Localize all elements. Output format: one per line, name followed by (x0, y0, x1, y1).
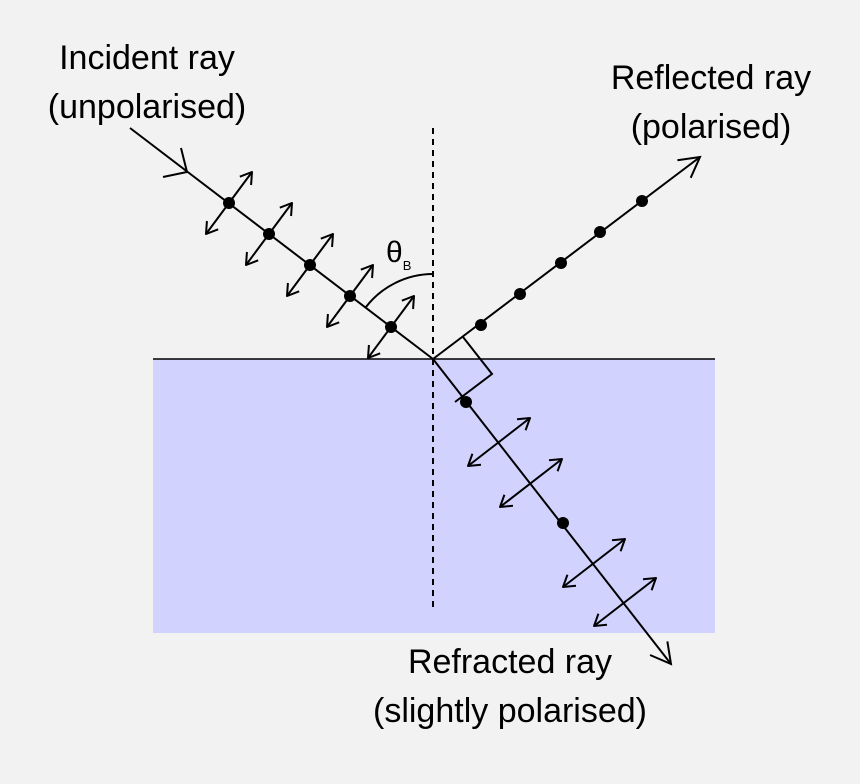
polarization-dot-icon (594, 226, 606, 238)
double-headed-arrow-icon (594, 578, 656, 626)
double-headed-arrow-icon (468, 418, 530, 466)
angle-arc (365, 273, 434, 308)
angle-symbol: θ (386, 236, 403, 269)
reflected-ray (432, 157, 700, 360)
refracted-dots (460, 396, 569, 529)
double-headed-arrow-icon (563, 539, 625, 587)
incident-arrowhead-icon (162, 147, 189, 178)
refracted-label-line2: (slightly polarised) (373, 692, 647, 730)
polarization-dot-icon (460, 396, 472, 408)
double-headed-arrow-icon (368, 296, 414, 358)
double-headed-arrow-icon (246, 203, 292, 265)
incident-label-line1: Incident ray (59, 39, 235, 77)
right-angle-icon (454, 336, 494, 403)
reflected-label-line1: Reflected ray (611, 59, 811, 97)
double-headed-arrow-icon (206, 172, 252, 234)
angle-subscript: B (403, 258, 412, 273)
polarization-dot-icon (636, 195, 648, 207)
reflected-label-line2: (polarised) (631, 108, 792, 146)
double-headed-arrow-icon (327, 265, 373, 327)
double-headed-arrow-icon (500, 459, 562, 507)
incident-polarization-arrows (206, 172, 414, 358)
refracted-polarization-arrows (468, 418, 656, 626)
polarization-dot-icon (475, 319, 487, 331)
polarization-dot-icon (514, 288, 526, 300)
refracted-label-line1: Refracted ray (408, 643, 612, 681)
polarization-dot-icon (557, 517, 569, 529)
polarization-dot-icon (555, 257, 567, 269)
double-headed-arrow-icon (287, 234, 333, 296)
incident-label-line2: (unpolarised) (48, 88, 246, 126)
brewster-angle-label: θB (386, 236, 411, 273)
reflected-dots (475, 195, 648, 331)
